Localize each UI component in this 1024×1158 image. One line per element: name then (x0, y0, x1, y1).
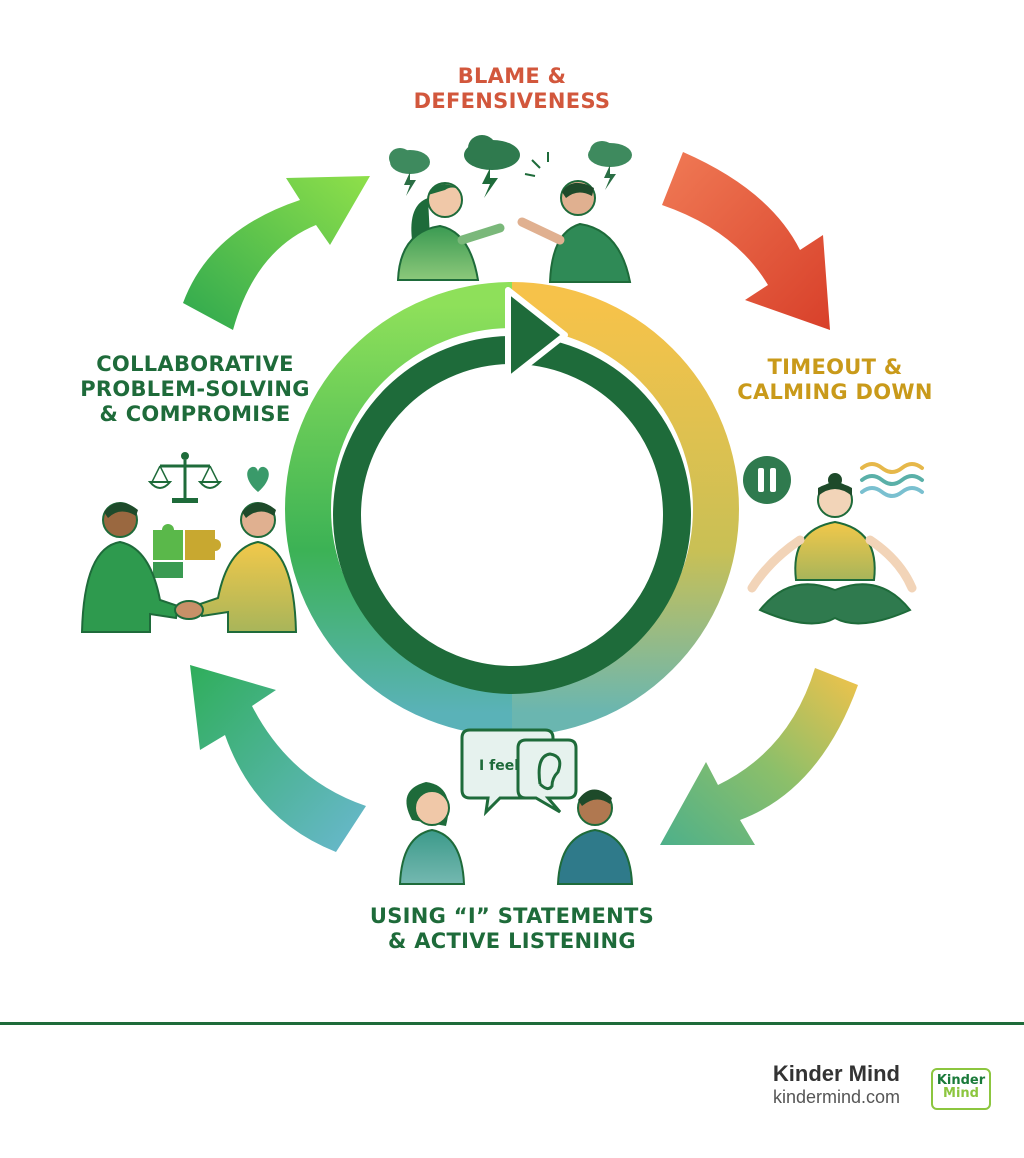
ear-icon (537, 752, 562, 791)
man-left-figure (80, 502, 180, 633)
brand-name: Kinder Mind (772, 1061, 900, 1086)
arrow-top-right (662, 152, 830, 330)
man-listener-figure (556, 789, 634, 885)
stage-label-line: PROBLEM-SOLVING (80, 377, 310, 402)
heart-icon (247, 466, 269, 492)
logo-text: Kinder (936, 1073, 986, 1088)
stage-label-line: COLLABORATIVE (96, 352, 294, 376)
woman-listener-figure (398, 782, 466, 885)
stage-label-line: CALMING DOWN (737, 380, 933, 405)
meditating-person-figure (747, 473, 917, 625)
arrow-top-left (183, 176, 370, 330)
arrow-bottom-right (660, 668, 858, 845)
shock-lines-icon (524, 152, 549, 177)
man-figure (517, 152, 632, 283)
stage-label-timeout: TIMEOUT & CALMING DOWN (710, 355, 960, 405)
center-cycle-ring (285, 282, 739, 736)
stage-label-line: DEFENSIVENESS (413, 89, 611, 114)
blame-illustration (389, 135, 632, 283)
stage-label-line: BLAME & (457, 64, 567, 88)
stage-label-line: TIMEOUT & (767, 355, 903, 379)
footer-divider (0, 1022, 1024, 1025)
brand-block: Kinder Mind kindermind.com (772, 1061, 900, 1110)
brand-url[interactable]: kindermind.com (772, 1087, 900, 1108)
pause-icon (743, 456, 791, 504)
brand-logo: Kinder Mind (931, 1068, 991, 1110)
listening-illustration: I feel... (398, 728, 634, 885)
stage-label-collab: COLLABORATIVE PROBLEM-SOLVING & COMPROMI… (40, 352, 350, 428)
handshake-icon (174, 600, 204, 620)
arrow-bottom-left (190, 665, 366, 852)
stage-label-line: & ACTIVE LISTENING (388, 929, 636, 954)
stage-label-blame: BLAME & DEFENSIVENESS (362, 64, 662, 114)
timeout-illustration (743, 456, 924, 625)
stage-label-line: & COMPROMISE (99, 402, 291, 427)
logo-text: Mind (943, 1086, 979, 1101)
storm-cloud-icon (389, 148, 430, 196)
stage-label-istatements: USING “I” STATEMENTS & ACTIVE LISTENING (330, 904, 694, 954)
collab-illustration (80, 452, 298, 633)
scales-icon (147, 452, 223, 503)
man-right-figure (198, 502, 298, 633)
puzzle-icon (153, 524, 221, 578)
storm-cloud-icon (464, 135, 520, 198)
stage-label-line: USING “I” STATEMENTS (369, 904, 655, 928)
ear-bubble (516, 738, 578, 814)
woman-figure (396, 182, 505, 281)
waves-icon (860, 462, 924, 498)
storm-cloud-icon (588, 141, 632, 190)
